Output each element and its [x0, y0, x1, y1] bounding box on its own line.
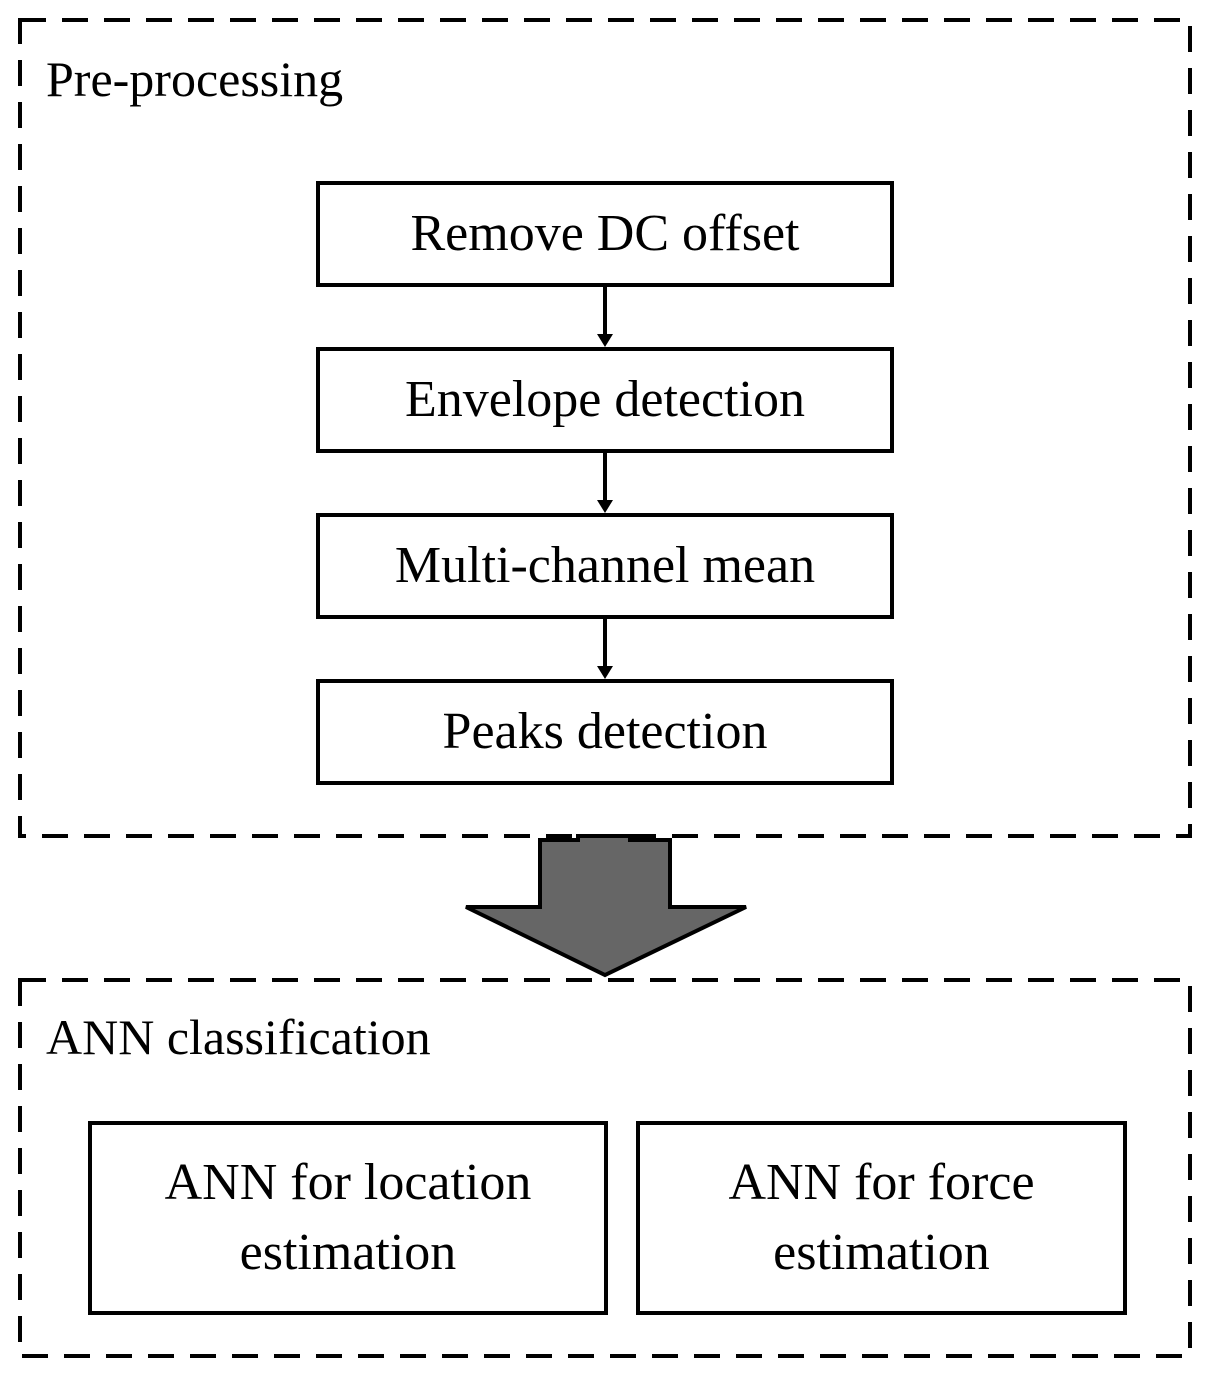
- transition-arrow: [465, 834, 747, 978]
- ann-force-line2: estimation: [773, 1224, 990, 1281]
- preprocessing-title: Pre-processing: [46, 51, 344, 107]
- connector-arrow-3: [597, 619, 613, 679]
- ann-location-line1: ANN for location: [164, 1153, 532, 1211]
- step-envelope-detection: Envelope detection: [316, 347, 894, 453]
- ann-force-line1: ANN for force: [728, 1153, 1035, 1211]
- step-remove-dc-offset: Remove DC offset: [316, 181, 894, 287]
- ann-location-box: ANN for location estimation: [88, 1121, 608, 1315]
- classification-title: ANN classification: [46, 1009, 431, 1065]
- step-multi-channel-mean: Multi-channel mean: [316, 513, 894, 619]
- ann-force-box: ANN for force estimation: [636, 1121, 1127, 1315]
- ann-location-line2: estimation: [239, 1224, 457, 1281]
- step-peaks-detection: Peaks detection: [316, 679, 894, 785]
- connector-arrow-2: [597, 453, 613, 513]
- classification-dashed-border: [18, 978, 1192, 1358]
- classification-group: ANN classification: [18, 978, 1192, 1358]
- connector-arrow-1: [597, 287, 613, 347]
